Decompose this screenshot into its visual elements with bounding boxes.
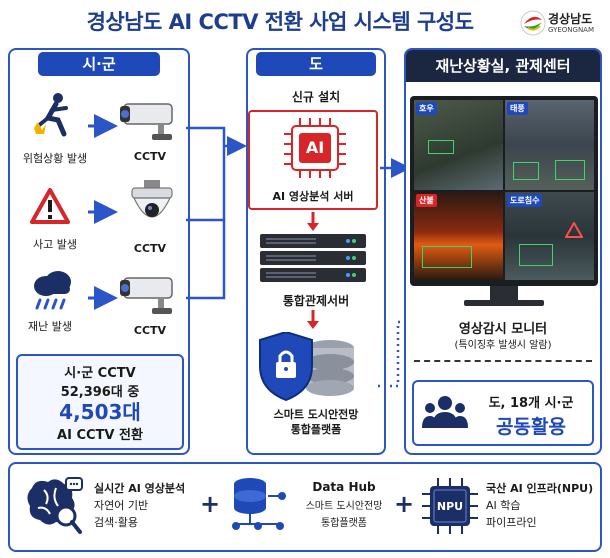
platform-label-2: 통합플랫폼 [290, 423, 342, 436]
red-down-arrow-icon [307, 212, 319, 231]
cctv-stat-box: 시·군 CCTV 52,396대 중 4,503대 AI CCTV 전환 [16, 354, 184, 450]
screen-tag-road-flooding: 도로침수 [507, 194, 543, 207]
ai-chip-icon [284, 118, 346, 178]
cctv-label-1: CCTV [133, 150, 167, 163]
server-rack-icon [260, 234, 366, 282]
screen-wildfire: 산불 [414, 192, 503, 280]
monitor-base [464, 300, 544, 306]
bullet-cctv-icon-2 [120, 277, 173, 314]
gyeongnam-logo: 경상남도 GYEONGNAM [520, 8, 604, 40]
feature-3-line2: AI 학습 [486, 499, 521, 512]
coop-line1: 도, 18개 시·군 [488, 396, 574, 411]
plus-sign-1: + [200, 490, 221, 518]
platform-label-1: 스마트 도시안전망 [273, 408, 359, 421]
falling-person-icon [34, 93, 68, 137]
detection-box [428, 140, 454, 154]
cctv-label-2: CCTV [133, 242, 167, 255]
coop-line2: 공동활용 [496, 416, 566, 438]
dome-cctv-icon [131, 180, 173, 218]
stat-highlight: 4,503대 [59, 400, 141, 424]
feature-1-line1: 실시간 AI 영상분석 [94, 482, 186, 495]
detection-box-4 [422, 246, 472, 268]
logo-text-en: GYEONGNAM [548, 26, 595, 34]
gyeongnam-logo-mark [520, 10, 546, 36]
alert-icon [565, 222, 583, 238]
detection-box-5 [519, 244, 553, 266]
coop-box: 도, 18개 시·군 공동활용 [412, 380, 594, 446]
bullet-cctv-icon [120, 103, 173, 140]
group-icon [422, 396, 468, 428]
feature-3-line1: 국산 AI 인프라(NPU) [486, 482, 594, 495]
screen-tag-heavy-rain: 호우 [416, 102, 437, 115]
feature-2-line2: 스마트 도시안전망 [305, 501, 383, 512]
feature-2-line1: Data Hub [312, 480, 376, 494]
monitor-subtitle: (특이징후 발생시 알람) [454, 340, 552, 351]
page-title: 경상남도 AI CCTV 전환 사업 시스템 구성도 [86, 10, 474, 34]
npu-chip-text: NPU [436, 500, 464, 513]
new-install-label: 신규 설치 [291, 90, 341, 104]
logo-text-ko: 경상남도 [548, 12, 593, 26]
cctv-label-3: CCTV [133, 324, 167, 337]
divider [414, 360, 592, 362]
bottom-features-panel [8, 462, 602, 552]
screen-tag-typhoon: 태풍 [507, 102, 528, 115]
si-gun-header: 시·군 [38, 52, 160, 76]
stat-line1: 시·군 CCTV [64, 366, 136, 381]
feature-3-line3: 파이프라인 [486, 516, 537, 529]
screen-tag-wildfire: 산불 [416, 194, 437, 207]
screen-typhoon: 태풍 [505, 100, 594, 190]
feature-1-line2: 자연어 기반 [94, 499, 149, 512]
control-center-header: 재난상황실, 관제센터 [406, 50, 600, 82]
ai-to-monitor-connector [378, 158, 411, 388]
data-hub-icon [232, 478, 286, 530]
ai-server-box: AI AI 영상분석 서버 [248, 110, 378, 210]
cctv-to-ai-connector [186, 126, 246, 300]
rain-cloud-icon [34, 271, 71, 310]
screen-road-flooding: 도로침수 [505, 192, 594, 280]
ai-chip-text: AI [305, 138, 325, 157]
screen-heavy-rain: 호우 [414, 100, 503, 190]
brain-search-icon [27, 477, 83, 534]
plus-sign-2: + [394, 490, 415, 518]
ai-server-label: AI 영상분석 서버 [272, 190, 354, 203]
warning-triangle-icon [30, 188, 70, 224]
shield-database-icon [259, 332, 354, 402]
event-to-cctv-arrows [88, 114, 118, 310]
monitor-title: 영상감시 모니터 [458, 322, 548, 337]
disaster-label: 재난 발생 [28, 320, 72, 333]
monitor-neck [490, 286, 518, 300]
stat-line2: 52,396대 중 [60, 385, 140, 400]
stat-line4: AI CCTV 전환 [57, 428, 143, 443]
feature-2-line3: 통합플랫폼 [321, 518, 367, 529]
feature-1-line3: 검색·활용 [94, 516, 138, 529]
npu-chip-icon [422, 478, 478, 534]
do-header: 도 [256, 52, 376, 76]
detection-box-3 [555, 160, 585, 180]
danger-label: 위험상황 발생 [22, 152, 88, 165]
control-server-label: 통합관제서버 [282, 294, 350, 308]
accident-label: 사고 발생 [33, 238, 77, 251]
red-down-arrow-icon-2 [307, 310, 319, 329]
detection-box-2 [513, 162, 539, 180]
